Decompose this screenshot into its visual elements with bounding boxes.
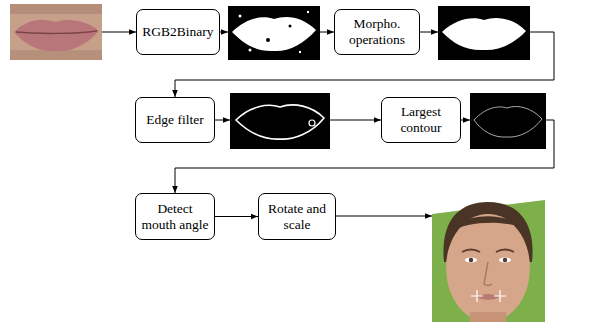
green-screen	[432, 192, 545, 322]
flow-line	[530, 32, 554, 33]
contour-image	[470, 93, 546, 149]
binary-image	[228, 6, 320, 60]
eye	[465, 257, 477, 262]
noise	[266, 38, 270, 42]
process-box: Morpho. operations	[334, 9, 420, 55]
pupil	[469, 258, 473, 262]
lips	[14, 20, 99, 51]
eyebrow	[496, 250, 514, 253]
flow-arrow	[420, 32, 438, 33]
skin-patch	[10, 4, 102, 60]
flow-arrow	[215, 120, 230, 121]
pupil	[503, 258, 507, 262]
eyebrow	[462, 250, 480, 253]
noise	[289, 25, 292, 28]
flow-arrow	[461, 120, 470, 121]
flow-arrow	[336, 216, 432, 217]
flow-connector	[215, 216, 258, 217]
edge-image	[230, 93, 330, 149]
box-label: RGB2Binary	[142, 24, 213, 40]
box-label: Rotate and scale	[264, 201, 330, 232]
image-ground	[438, 6, 530, 60]
flow-arrow	[102, 32, 136, 33]
noise	[299, 51, 301, 53]
noise	[249, 49, 252, 52]
neck	[470, 312, 506, 322]
mouth	[476, 294, 500, 300]
box-label: Morpho. operations	[340, 16, 414, 47]
noise	[307, 11, 309, 13]
face-photo	[432, 192, 545, 322]
stubble	[10, 4, 102, 14]
lip-mask	[232, 17, 316, 51]
binary-image	[438, 6, 530, 60]
process-box: Edge filter	[135, 97, 215, 143]
image-ground	[470, 93, 546, 149]
stubble	[10, 50, 102, 60]
eye	[499, 257, 511, 262]
hairline	[452, 216, 526, 232]
process-box: Largest contour	[381, 97, 461, 143]
flow-arrows	[102, 32, 554, 216]
edge-layer	[215, 216, 258, 217]
lips-photo	[10, 4, 102, 60]
flow-arrow	[175, 120, 554, 193]
process-box: Rotate and scale	[258, 193, 336, 240]
lip-line	[16, 31, 97, 33]
flow-arrow	[320, 32, 334, 33]
mouth-corner-marker	[494, 290, 506, 302]
image-ground	[230, 93, 330, 149]
contour-outline	[474, 106, 542, 137]
nose	[484, 262, 492, 286]
image-ground	[228, 6, 320, 60]
edge-outline	[309, 120, 315, 126]
face	[446, 214, 530, 322]
process-box: RGB2Binary	[136, 9, 220, 55]
lip-mask	[442, 18, 526, 50]
flow-arrow	[330, 120, 381, 121]
box-label: Largest contour	[387, 104, 455, 135]
box-label: Edge filter	[146, 112, 203, 128]
noise	[239, 15, 242, 18]
box-label: Detect mouth angle	[141, 201, 209, 232]
mouth-corner-marker	[471, 290, 483, 302]
process-box: Detect mouth angle	[135, 193, 215, 240]
edge-outline	[236, 105, 324, 139]
